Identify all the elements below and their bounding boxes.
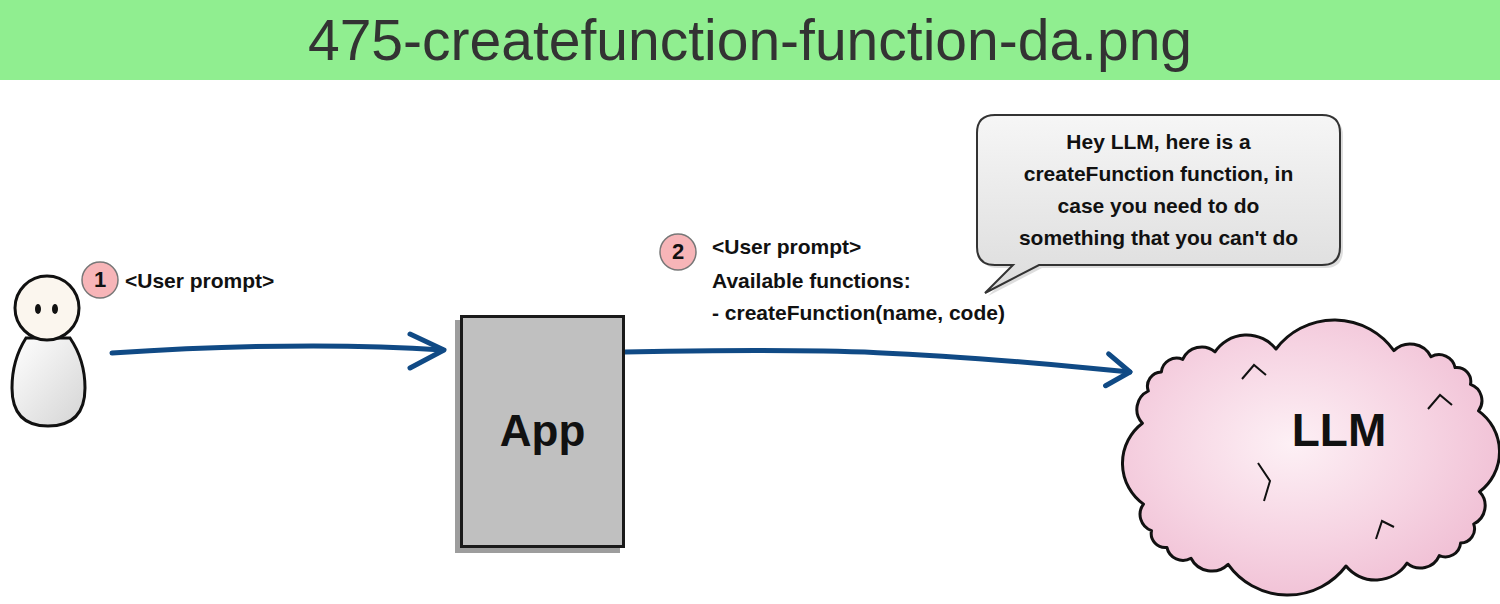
node-label: LLM <box>1292 404 1387 457</box>
flow-arrow <box>625 351 1130 373</box>
person-eye <box>52 304 58 314</box>
callout-number: 2 <box>672 239 684 265</box>
arrow-label: <User prompt> <box>125 269 274 293</box>
cloud-crease <box>1242 365 1266 379</box>
person-body <box>12 338 85 426</box>
callout-circle <box>660 234 696 270</box>
prompt-arrow <box>112 346 443 353</box>
callout-circle <box>82 262 118 298</box>
arrow-label: <User prompt> <box>712 235 861 259</box>
cloud-shape-outline <box>1122 320 1499 595</box>
node-label: Hey LLM, here is a createFunction functi… <box>1013 126 1305 254</box>
diagram-title: 475-createfunction-function-da.png <box>0 0 1500 80</box>
bubble-shape <box>977 115 1340 293</box>
callout-number: 1 <box>94 267 106 293</box>
arrow-label: - createFunction(name, code) <box>712 301 1005 325</box>
cloud-outline <box>1130 335 1492 580</box>
person-eye <box>35 304 41 314</box>
person-figure <box>12 276 85 426</box>
cloud-crease <box>1376 521 1394 539</box>
cloud-crease <box>1258 463 1270 501</box>
person-head <box>15 276 79 340</box>
speech-bubble: Hey LLM, here is a createFunction functi… <box>977 115 1340 265</box>
process-box: App <box>460 315 625 548</box>
cloud-crease <box>1428 395 1452 409</box>
cloud-shape: LLM <box>1130 335 1492 580</box>
arrow-label: Available functions: <box>712 269 911 293</box>
arrow-head <box>410 334 444 368</box>
node-label: App <box>500 406 586 457</box>
